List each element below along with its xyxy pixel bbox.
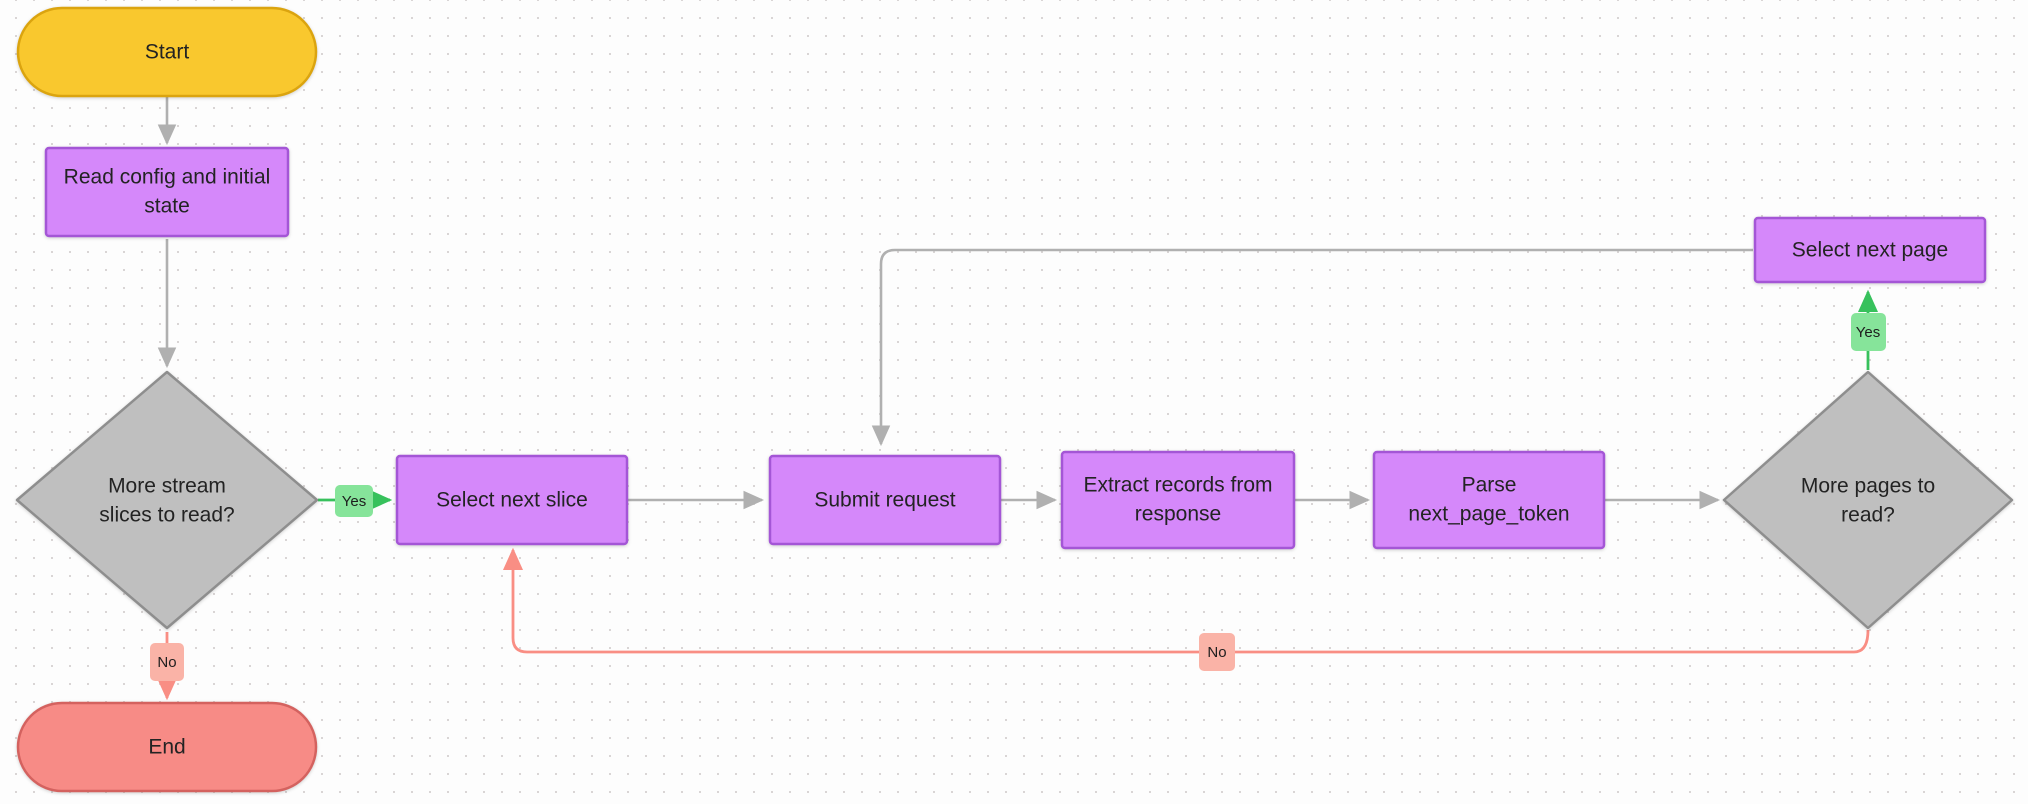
edge-label-pages-no-badge [1199, 633, 1235, 671]
node-select-next-slice-shape [395, 454, 629, 546]
node-submit-request[interactable]: Submit request [768, 454, 1002, 546]
edge-label-pages-no-text: No [1207, 644, 1226, 661]
node-submit-request-shape [768, 454, 1002, 546]
node-extract-records-label-line1: Extract records from [1083, 474, 1272, 497]
node-more-stream-slices-shape [15, 370, 319, 630]
edge-label-pages-yes-badge [1851, 313, 1886, 351]
node-submit-request-label: Submit request [814, 489, 955, 512]
node-more-pages-to-read[interactable]: More pages to read? [1722, 370, 2014, 630]
edge-more-pages-no-to-select-slice [502, 547, 1870, 654]
node-more-stream-slices-label-line2: slices to read? [99, 504, 234, 527]
node-select-next-slice[interactable]: Select next slice [395, 454, 629, 546]
edge-label-slices-no-badge [150, 643, 184, 681]
node-select-next-page-label: Select next page [1792, 239, 1948, 262]
node-extract-records-shape [1060, 450, 1296, 550]
edge-label-pages-yes-text: Yes [1856, 324, 1880, 341]
node-read-config-shape [44, 146, 290, 238]
node-start[interactable]: Start [16, 6, 318, 98]
edge-select-page-to-submit-request [871, 248, 1753, 447]
edge-label-slices-yes: Yes [335, 485, 373, 517]
node-parse-next-page-token[interactable]: Parse next_page_token [1372, 450, 1606, 550]
edge-label-pages-yes: Yes [1851, 313, 1886, 351]
node-end-label: End [148, 736, 185, 759]
node-read-config[interactable]: Read config and initial state [44, 146, 290, 238]
node-end-shape [16, 701, 318, 793]
node-start-shape [16, 6, 318, 98]
node-extract-records-label-line2: response [1135, 503, 1221, 526]
node-more-pages-to-read-label-line1: More pages to [1801, 475, 1935, 498]
node-more-stream-slices-label-line1: More stream [108, 475, 226, 498]
node-parse-next-page-token-label-line1: Parse [1462, 474, 1517, 497]
node-select-next-page[interactable]: Select next page [1753, 216, 1987, 284]
edge-label-slices-no-text: No [157, 654, 176, 671]
node-parse-next-page-token-shape [1372, 450, 1606, 550]
edge-label-slices-no: No [150, 643, 184, 681]
edge-label-pages-no: No [1199, 633, 1235, 671]
edge-label-slices-yes-badge [335, 485, 373, 517]
node-start-label: Start [145, 41, 190, 64]
node-more-pages-to-read-shape [1722, 370, 2014, 630]
node-extract-records[interactable]: Extract records from response [1060, 450, 1296, 550]
node-more-pages-to-read-label-line2: read? [1841, 504, 1895, 527]
node-end[interactable]: End [16, 701, 318, 793]
node-parse-next-page-token-label-line2: next_page_token [1408, 503, 1569, 526]
node-select-next-page-shape [1753, 216, 1987, 284]
node-more-stream-slices[interactable]: More stream slices to read? [15, 370, 319, 630]
node-read-config-label-line2: state [144, 195, 190, 218]
node-read-config-label-line1: Read config and initial [64, 166, 271, 189]
node-select-next-slice-label: Select next slice [436, 489, 588, 512]
edge-label-slices-yes-text: Yes [342, 493, 366, 510]
